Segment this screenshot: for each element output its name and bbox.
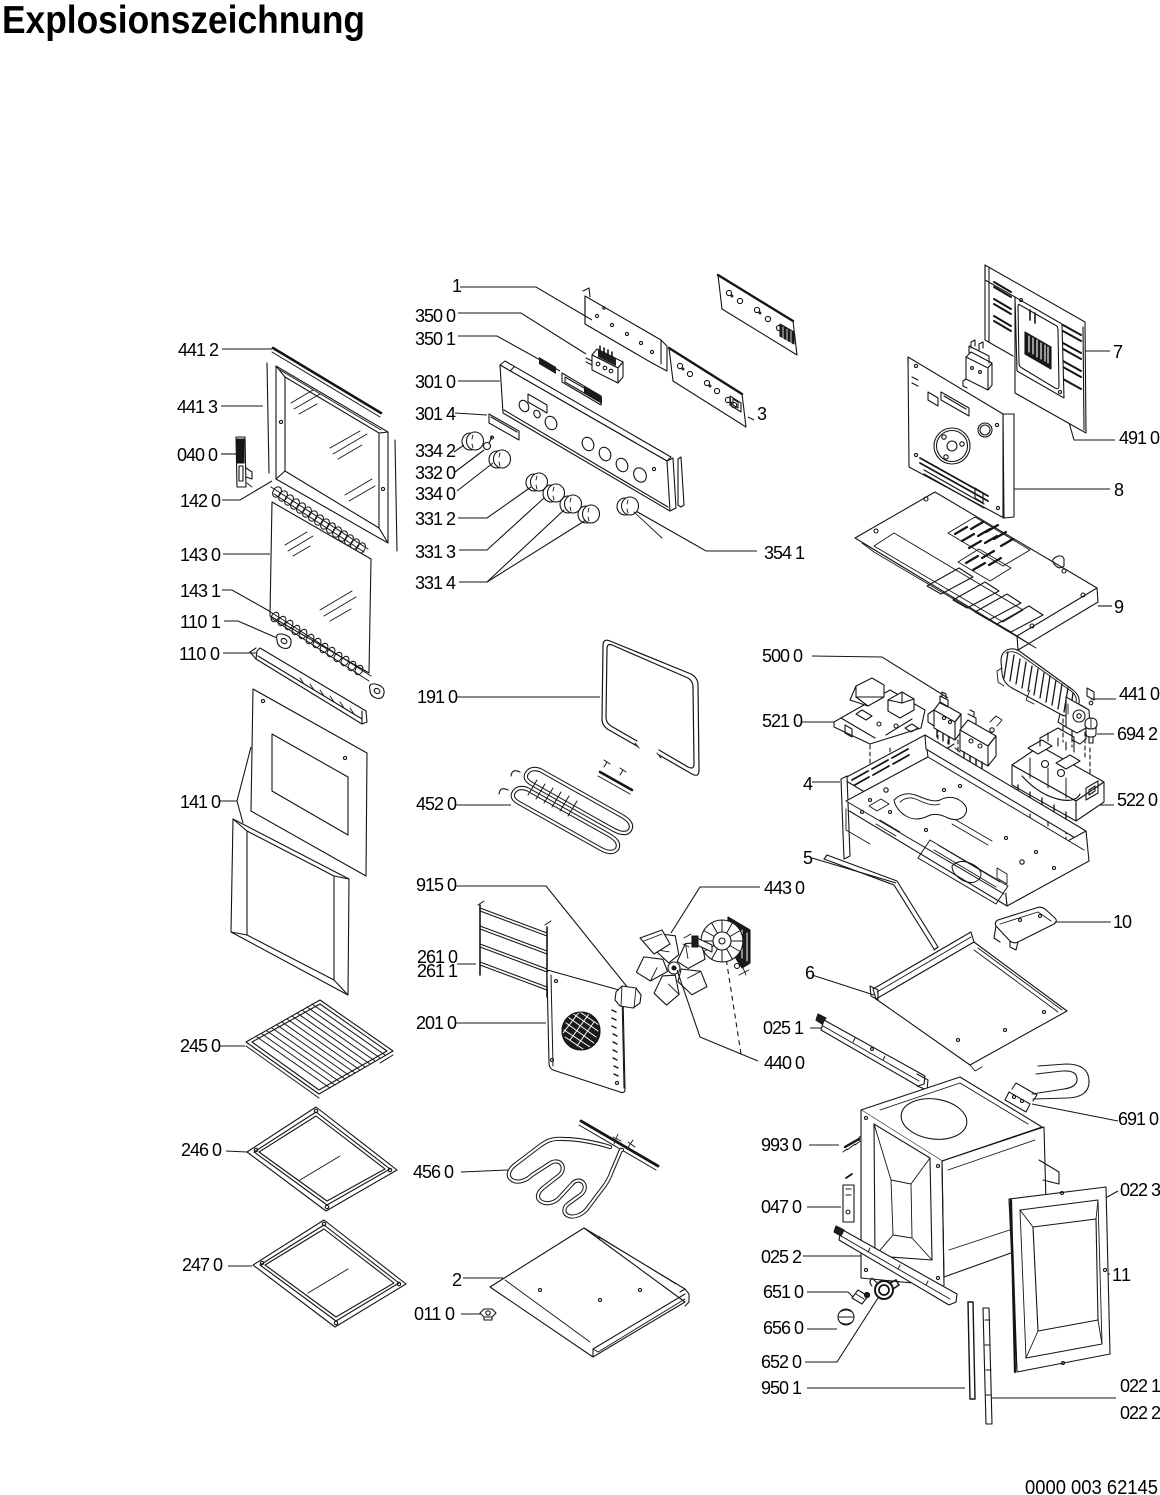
svg-text:247 0: 247 0 [182, 1255, 223, 1275]
svg-text:3: 3 [757, 404, 767, 424]
svg-text:491 0: 491 0 [1119, 428, 1160, 448]
svg-text:040 0: 040 0 [177, 445, 218, 465]
svg-text:191 0: 191 0 [417, 687, 458, 707]
svg-text:261 0: 261 0 [417, 947, 458, 967]
svg-text:694 2: 694 2 [1117, 724, 1158, 744]
svg-text:651 0: 651 0 [763, 1282, 804, 1302]
svg-text:331 3: 331 3 [415, 542, 456, 562]
svg-text:441 2: 441 2 [178, 340, 219, 360]
svg-text:201 0: 201 0 [416, 1013, 457, 1033]
svg-text:652 0: 652 0 [761, 1352, 802, 1372]
svg-text:110 1: 110 1 [180, 612, 221, 632]
svg-text:332 0: 332 0 [415, 463, 456, 483]
svg-text:022 2: 022 2 [1120, 1403, 1160, 1423]
svg-text:301 0: 301 0 [415, 372, 456, 392]
svg-text:143 0: 143 0 [180, 545, 221, 565]
svg-text:022 3: 022 3 [1120, 1180, 1160, 1200]
svg-text:334 0: 334 0 [415, 484, 456, 504]
svg-text:691 0: 691 0 [1118, 1109, 1159, 1129]
svg-text:441 3: 441 3 [177, 397, 218, 417]
svg-text:950 1: 950 1 [761, 1378, 802, 1398]
svg-text:143 1: 143 1 [180, 581, 221, 601]
svg-text:0000 003 62145: 0000 003 62145 [1025, 1477, 1158, 1495]
svg-text:331 4: 331 4 [415, 573, 456, 593]
svg-text:4: 4 [803, 774, 813, 794]
svg-text:10: 10 [1113, 912, 1132, 932]
svg-text:1: 1 [452, 276, 462, 296]
svg-text:8: 8 [1114, 480, 1124, 500]
svg-text:Explosionszeichnung: Explosionszeichnung [2, 0, 365, 42]
svg-text:452 0: 452 0 [416, 794, 457, 814]
svg-text:110 0: 110 0 [179, 644, 220, 664]
svg-text:331 2: 331 2 [415, 509, 456, 529]
svg-text:456 0: 456 0 [413, 1162, 454, 1182]
svg-text:11: 11 [1112, 1265, 1131, 1285]
svg-text:440 0: 440 0 [764, 1053, 805, 1073]
svg-text:022 1: 022 1 [1120, 1376, 1160, 1396]
svg-text:500 0: 500 0 [762, 646, 803, 666]
svg-text:025 1: 025 1 [763, 1018, 804, 1038]
svg-text:142 0: 142 0 [180, 491, 221, 511]
svg-text:350 0: 350 0 [415, 306, 456, 326]
svg-text:141 0: 141 0 [180, 792, 221, 812]
svg-text:993 0: 993 0 [761, 1135, 802, 1155]
svg-text:441 0: 441 0 [1119, 684, 1160, 704]
svg-text:443 0: 443 0 [764, 878, 805, 898]
svg-text:522 0: 522 0 [1117, 790, 1158, 810]
svg-text:047 0: 047 0 [761, 1197, 802, 1217]
svg-text:245 0: 245 0 [180, 1036, 221, 1056]
svg-text:011 0: 011 0 [414, 1304, 455, 1324]
svg-text:7: 7 [1113, 342, 1123, 362]
svg-text:656 0: 656 0 [763, 1318, 804, 1338]
svg-text:246 0: 246 0 [181, 1140, 222, 1160]
svg-text:521 0: 521 0 [762, 711, 803, 731]
svg-text:9: 9 [1114, 597, 1124, 617]
svg-text:301 4: 301 4 [415, 404, 456, 424]
svg-text:334 2: 334 2 [415, 441, 456, 461]
svg-text:6: 6 [805, 963, 815, 983]
svg-text:025 2: 025 2 [761, 1247, 802, 1267]
svg-text:261 1: 261 1 [417, 961, 458, 981]
svg-text:2: 2 [452, 1270, 462, 1290]
svg-text:354 1: 354 1 [764, 543, 805, 563]
svg-text:5: 5 [803, 848, 813, 868]
svg-text:915 0: 915 0 [416, 875, 457, 895]
svg-text:350 1: 350 1 [415, 329, 456, 349]
